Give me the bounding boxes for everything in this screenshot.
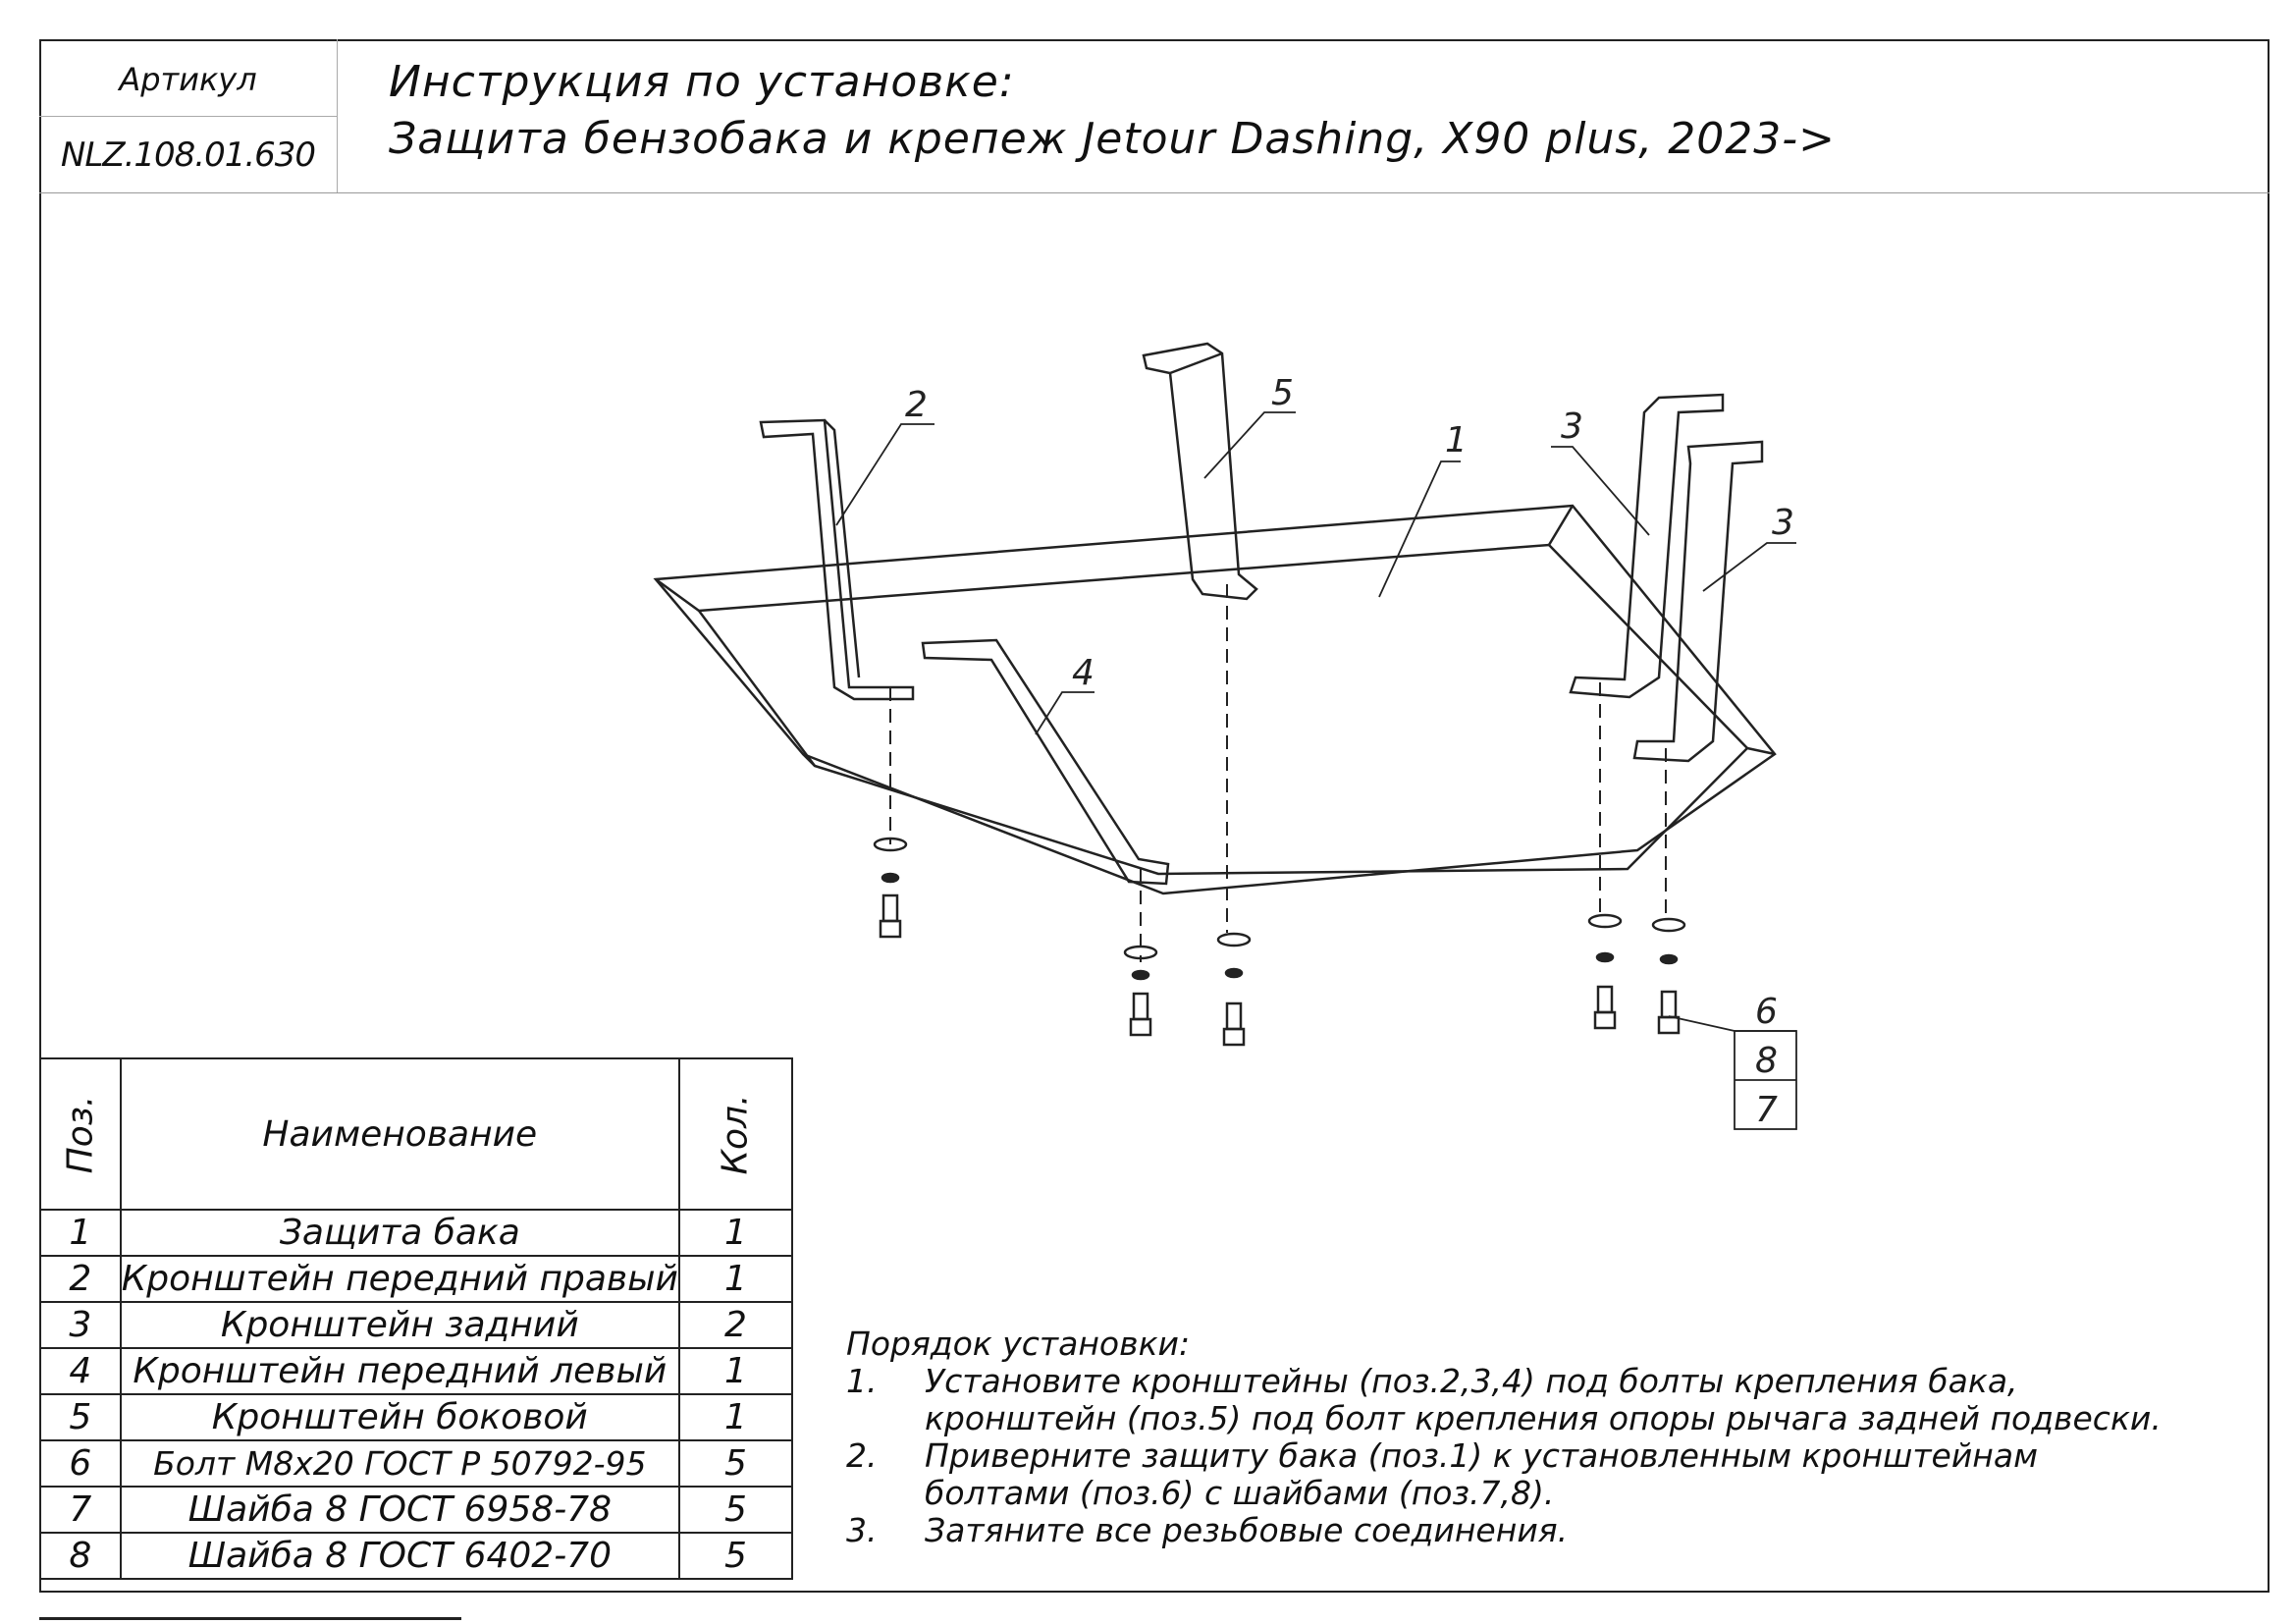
parts-table-header: Поз. Наименование Кол. <box>39 1057 794 1211</box>
step-text: Установите кронштейны (поз.2,3,4) под бо… <box>925 1362 2018 1400</box>
pos-cell: 2 <box>39 1255 122 1303</box>
callout-7: 7 <box>1755 1090 1778 1130</box>
name-cell: Шайба 8 ГОСТ 6402-70 <box>119 1532 680 1580</box>
bracket-3-right <box>1632 440 1764 763</box>
header-divider <box>39 192 2269 193</box>
bolt-stack-4 <box>1587 913 1623 1030</box>
callout-6: 6 <box>1755 992 1778 1032</box>
qty-cell: 1 <box>677 1209 794 1257</box>
step-text: Приверните защиту бака (поз.1) к установ… <box>925 1436 2038 1475</box>
callout-5: 5 <box>1271 373 1294 413</box>
bolt-stack-5 <box>1651 917 1686 1035</box>
pos-cell: 8 <box>39 1532 122 1580</box>
qty-cell: 1 <box>677 1255 794 1303</box>
callout-3a: 3 <box>1561 406 1583 447</box>
qty-cell: 5 <box>677 1439 794 1488</box>
header-pos: Поз. <box>39 1057 122 1211</box>
step-text: кронштейн (поз.5) под болт крепления опо… <box>925 1399 2162 1437</box>
instruction-step-cont: кронштейн (поз.5) под болт крепления опо… <box>846 1400 2162 1437</box>
name-cell: Кронштейн боковой <box>119 1393 680 1441</box>
title-line-2: Защита бензобака и крепеж Jetour Dashing… <box>389 114 1836 164</box>
header-name: Наименование <box>119 1057 680 1211</box>
header-column-divider <box>337 39 338 192</box>
qty-cell: 5 <box>677 1532 794 1580</box>
pos-cell: 3 <box>39 1301 122 1349</box>
bracket-2 <box>759 418 915 701</box>
guard-plate-inner <box>696 543 1749 876</box>
name-cell: Защита бака <box>119 1209 680 1257</box>
pos-cell: 4 <box>39 1347 122 1395</box>
step-number: 3. <box>846 1511 878 1549</box>
leader-lines <box>835 411 1797 1130</box>
article-row-divider <box>39 116 337 117</box>
pos-cell: 1 <box>39 1209 122 1257</box>
drawing-frame <box>39 39 2269 1593</box>
callout-8: 8 <box>1755 1041 1778 1081</box>
pos-cell: 5 <box>39 1393 122 1441</box>
name-cell: Кронштейн передний левый <box>119 1347 680 1395</box>
name-cell: Шайба 8 ГОСТ 6958-78 <box>119 1486 680 1534</box>
pos-cell: 6 <box>39 1439 122 1488</box>
callout-3b: 3 <box>1772 503 1794 543</box>
instruction-step-cont: болтами (поз.6) с шайбами (поз.7,8). <box>846 1475 2162 1512</box>
installation-instructions: Порядок установки: 1. Установите кронштей… <box>846 1326 2162 1549</box>
article-label: Артикул <box>119 61 257 98</box>
pos-cell: 7 <box>39 1486 122 1534</box>
instruction-step: 2. Приверните защиту бака (поз.1) к устан… <box>846 1437 2162 1475</box>
qty-cell: 1 <box>677 1393 794 1441</box>
bolt-axis-lines <box>889 584 1667 962</box>
bolt-stack-2 <box>1123 945 1158 1037</box>
bolt-stack-1 <box>873 837 908 939</box>
callout-2: 2 <box>905 385 928 425</box>
qty-cell: 1 <box>677 1347 794 1395</box>
bolt-stacks <box>873 837 1686 1047</box>
instructions-title: Порядок установки: <box>846 1325 1191 1363</box>
header-qty: Кол. <box>677 1057 794 1211</box>
step-number: 1. <box>846 1362 878 1400</box>
callout-1: 1 <box>1445 420 1468 460</box>
name-cell: Болт М8х20 ГОСТ Р 50792-95 <box>119 1439 680 1488</box>
qty-cell: 5 <box>677 1486 794 1534</box>
name-cell: Кронштейн передний правый <box>119 1255 680 1303</box>
title-line-1: Инструкция по установке: <box>389 57 1015 107</box>
bolt-stack-3 <box>1216 932 1252 1047</box>
bottom-rule <box>39 1617 461 1620</box>
bracket-5 <box>1142 342 1258 601</box>
instruction-step: 1. Установите кронштейны (поз.2,3,4) под … <box>846 1363 2162 1400</box>
instruction-step: 3. Затяните все резьбовые соединения. <box>846 1512 2162 1549</box>
article-code: NLZ.108.01.630 <box>60 135 316 175</box>
step-number: 2. <box>846 1436 878 1475</box>
callout-4: 4 <box>1072 653 1095 693</box>
bracket-4 <box>921 638 1170 886</box>
step-text: Затяните все резьбовые соединения. <box>925 1511 1569 1549</box>
step-text: болтами (поз.6) с шайбами (поз.7,8). <box>925 1474 1555 1512</box>
name-cell: Кронштейн задний <box>119 1301 680 1349</box>
qty-cell: 2 <box>677 1301 794 1349</box>
bracket-3-left <box>1569 393 1725 699</box>
